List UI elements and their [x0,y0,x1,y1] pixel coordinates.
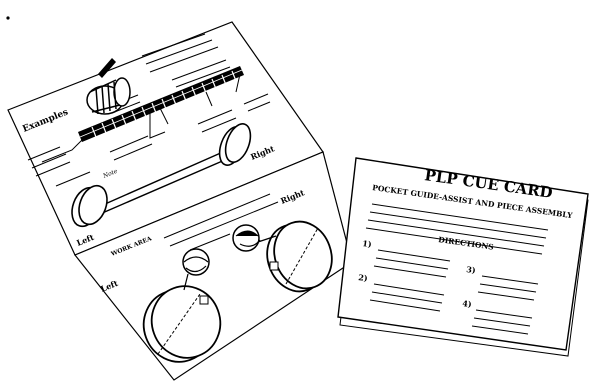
cue-card-step-3: 3) [466,264,477,275]
instruction-sheet: Examples [8,22,352,380]
cue-card-step-4: 4) [462,298,473,309]
cue-card-step-1: 1) [362,238,373,249]
cue-card-step-2: 2) [358,272,369,283]
cue-card: PLP CUE CARD POCKET GUIDE-ASSIST AND PIE… [338,158,588,356]
stray-dot [6,16,9,19]
